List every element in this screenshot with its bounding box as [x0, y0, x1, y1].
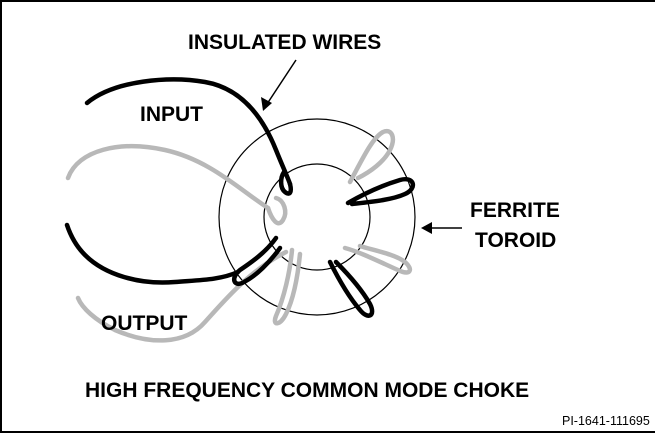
- figure-id: PI-1641-111695: [562, 414, 650, 428]
- ferrite-toroid-arrow: [421, 222, 462, 234]
- input-wire-upper-lead: [84, 77, 293, 187]
- ferrite-label: FERRITE: [470, 199, 560, 222]
- input-wire: [64, 77, 416, 318]
- input-label: INPUT: [140, 103, 203, 126]
- output-winding-2: [347, 128, 396, 185]
- toroid-outer-edge: [218, 118, 416, 316]
- toroid-inner-edge: [263, 163, 371, 271]
- input-wire-lower-lead: [64, 222, 241, 285]
- insulated-wires-arrow: [261, 59, 297, 111]
- input-winding-3: [327, 259, 375, 318]
- input-winding-1: [278, 169, 294, 196]
- input-winding-2: [345, 176, 416, 207]
- output-wire-upper-lead: [65, 143, 271, 211]
- input-winding-4: [231, 235, 283, 287]
- output-wire: [65, 128, 413, 343]
- output-winding-3: [342, 243, 413, 275]
- toroid-label: TOROID: [475, 229, 556, 252]
- ferrite-toroid: [218, 118, 416, 316]
- insulated-wires-label: INSULATED WIRES: [188, 31, 381, 54]
- diagram-title: HIGH FREQUENCY COMMON MODE CHOKE: [85, 379, 529, 402]
- output-winding-4: [272, 247, 303, 326]
- output-winding-1: [265, 195, 288, 226]
- output-label: OUTPUT: [101, 312, 188, 335]
